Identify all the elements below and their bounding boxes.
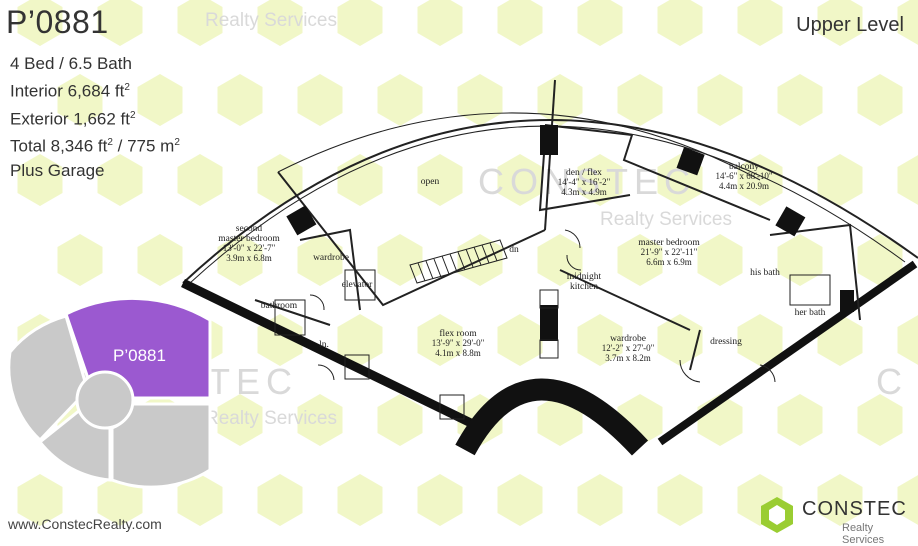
background-hexagon [818, 314, 863, 366]
brand-logo: CONSTEC Realty Services [758, 496, 908, 536]
column [840, 290, 854, 312]
background-hexagon [898, 314, 918, 366]
background-hexagon [778, 234, 823, 286]
exterior-area: Exterior 1,662 ft2 [10, 104, 180, 132]
room-label: 14'-4" x 16'-2" [558, 177, 611, 187]
room-label: bathroom [261, 301, 298, 311]
background-hexagon [298, 74, 343, 126]
room-label: wardrobe [313, 253, 349, 263]
garage-note: Plus Garage [10, 159, 180, 183]
room-label: midnight [567, 272, 602, 282]
closet [540, 340, 558, 358]
watermark-tagline: Realty Services [205, 10, 337, 31]
level-label: Upper Level [796, 14, 904, 37]
background-hexagon [658, 0, 703, 46]
room-label: 12'-2" x 27'-0" [602, 343, 655, 353]
background-hexagon [698, 234, 743, 286]
background-hexagon [378, 74, 423, 126]
room-label: 4.4m x 20.9m [719, 181, 769, 191]
column [286, 205, 316, 235]
room-label: 6.6m x 6.9m [646, 257, 692, 267]
background-hexagon [618, 74, 663, 126]
background-hexagon [138, 234, 183, 286]
column [540, 125, 558, 155]
logo-name: CONSTEC [802, 498, 907, 521]
logo-mark-icon [758, 496, 796, 534]
total-area: Total 8,346 ft2 / 775 m2 [10, 131, 180, 159]
background-hexagon [178, 154, 223, 206]
background-hexagon [258, 154, 303, 206]
room-label: kitchen [570, 282, 598, 292]
background-hexagon [338, 0, 383, 46]
background-hexagon [218, 74, 263, 126]
room-label: 13'-9" x 29'-0" [432, 338, 485, 348]
room-label: 3.9m x 6.8m [226, 253, 272, 263]
beds-baths: 4 Bed / 6.5 Bath [10, 52, 180, 76]
background-hexagon [418, 0, 463, 46]
logo-tagline: Realty Services [842, 522, 908, 546]
background-hexagon [338, 474, 383, 526]
background-hexagon [498, 474, 543, 526]
background-hexagon [578, 474, 623, 526]
room-label: second [236, 224, 263, 234]
interior-area: Interior 6,684 ft2 [10, 76, 180, 104]
background-hexagon [898, 154, 918, 206]
background-hexagon [418, 474, 463, 526]
background-hexagon [738, 0, 783, 46]
column [540, 305, 558, 341]
room-label: 13'-0" x 22'-7" [223, 243, 276, 253]
background-hexagon [258, 474, 303, 526]
background-hexagon [858, 74, 903, 126]
background-hexagon [58, 234, 103, 286]
background-hexagon [498, 0, 543, 46]
background-hexagon [378, 234, 423, 286]
room-label: 21'-9" x 22'-11" [641, 247, 698, 257]
website-link[interactable]: www.ConstecRealty.com [8, 516, 162, 532]
room-label: dressing [710, 337, 742, 347]
keyplan-core [77, 372, 133, 428]
room-label: elevator [342, 280, 373, 290]
keyplan-highlight-label: P’0881 [113, 346, 166, 365]
background-hexagon [378, 394, 423, 446]
room-label: his bath [750, 268, 780, 278]
room-label: dn [509, 245, 519, 255]
room-label: her bath [795, 308, 826, 318]
room-label: 4.3m x 4.9m [561, 187, 607, 197]
door-swing [310, 295, 324, 310]
room-label: ln. [319, 340, 329, 350]
unit-title: P’0881 [6, 4, 109, 41]
watermark-tagline: Realty Services [600, 209, 732, 230]
background-hexagon [778, 74, 823, 126]
watermark-tagline: Realty Services [205, 408, 337, 429]
key-plan: P’0881 [9, 298, 210, 487]
room-label: open [421, 177, 440, 187]
room-label: 4.1m x 8.8m [435, 348, 481, 358]
background-hexagon [498, 314, 543, 366]
background-hexagon [458, 74, 503, 126]
background-hexagon [778, 394, 823, 446]
background-hexagon [658, 474, 703, 526]
unit-summary: 4 Bed / 6.5 Bath Interior 6,684 ft2 Exte… [10, 52, 180, 183]
room-label: 3.7m x 8.2m [605, 353, 651, 363]
background-hexagon [698, 74, 743, 126]
door-swing [318, 365, 334, 380]
watermark-name: C [876, 361, 902, 402]
background-hexagon [658, 314, 703, 366]
background-hexagon [578, 0, 623, 46]
room-label: 14'-6" x 68'-10" [715, 171, 772, 181]
background-hexagon [538, 74, 583, 126]
